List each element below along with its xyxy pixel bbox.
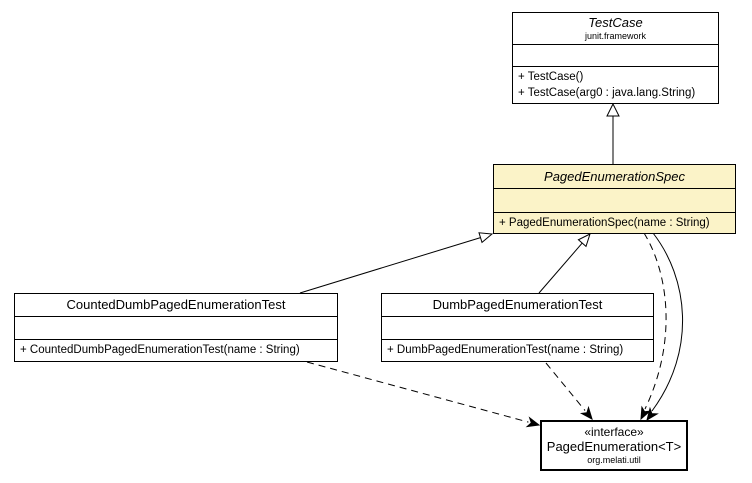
class-package: org.melati.util: [587, 455, 641, 465]
interface-stereotype: «interface»: [584, 425, 644, 439]
class-name: TestCase: [588, 15, 643, 30]
class-title-compartment: CountedDumbPagedEnumerationTest: [15, 294, 337, 316]
method-label: + PagedEnumerationSpec(name : String): [499, 217, 710, 229]
class-name: DumbPagedEnumerationTest: [432, 297, 603, 312]
class-title-compartment: DumbPagedEnumerationTest: [382, 294, 653, 316]
edge-generalization-spec-to-testcase: [606, 102, 620, 164]
class-box-pagedenumerationspec[interactable]: PagedEnumerationSpec + PagedEnumerationS…: [493, 164, 736, 234]
edge-generalization-counted-to-spec: [299, 232, 494, 294]
class-methods-compartment: + TestCase() + TestCase(arg0 : java.lang…: [513, 66, 718, 103]
class-title-compartment: «interface» PagedEnumeration<T> org.mela…: [542, 425, 686, 466]
class-box-testcase[interactable]: TestCase junit.framework + TestCase() + …: [512, 12, 719, 104]
edge-generalization-dumb-to-spec: [538, 233, 591, 294]
class-package: junit.framework: [584, 31, 647, 41]
class-methods-compartment: + CountedDumbPagedEnumerationTest(name :…: [15, 339, 337, 360]
class-attributes-compartment: [382, 316, 653, 339]
method-label: + TestCase(arg0 : java.lang.String): [518, 87, 696, 99]
edge-dependency-spec-to-interface: [640, 232, 667, 421]
class-attributes-compartment: [513, 44, 718, 66]
class-attributes-compartment: [15, 316, 337, 339]
class-box-counteddumbpagedenumerationtest[interactable]: CountedDumbPagedEnumerationTest + Counte…: [14, 293, 338, 362]
class-box-dumbpagedenumerationtest[interactable]: DumbPagedEnumerationTest + DumbPagedEnum…: [381, 293, 654, 362]
edge-dependency-dumb-to-interface: [545, 362, 593, 421]
method-label: + DumbPagedEnumerationTest(name : String…: [387, 344, 624, 356]
method-label: + TestCase(): [518, 71, 584, 83]
edge-association-spec-to-interface: [646, 232, 684, 422]
class-name: PagedEnumeration<T>: [546, 439, 682, 454]
edge-dependency-counted-to-interface: [306, 361, 541, 428]
class-methods-compartment: + DumbPagedEnumerationTest(name : String…: [382, 339, 653, 360]
method-label: + CountedDumbPagedEnumerationTest(name :…: [20, 344, 300, 356]
interface-box-pagedenumeration[interactable]: «interface» PagedEnumeration<T> org.mela…: [540, 420, 688, 471]
class-methods-compartment: + PagedEnumerationSpec(name : String): [494, 212, 735, 233]
class-name: CountedDumbPagedEnumerationTest: [66, 297, 286, 312]
class-title-compartment: TestCase junit.framework: [513, 13, 718, 44]
class-attributes-compartment: [494, 188, 735, 212]
class-name: PagedEnumerationSpec: [544, 168, 685, 184]
class-title-compartment: PagedEnumerationSpec: [494, 165, 735, 188]
